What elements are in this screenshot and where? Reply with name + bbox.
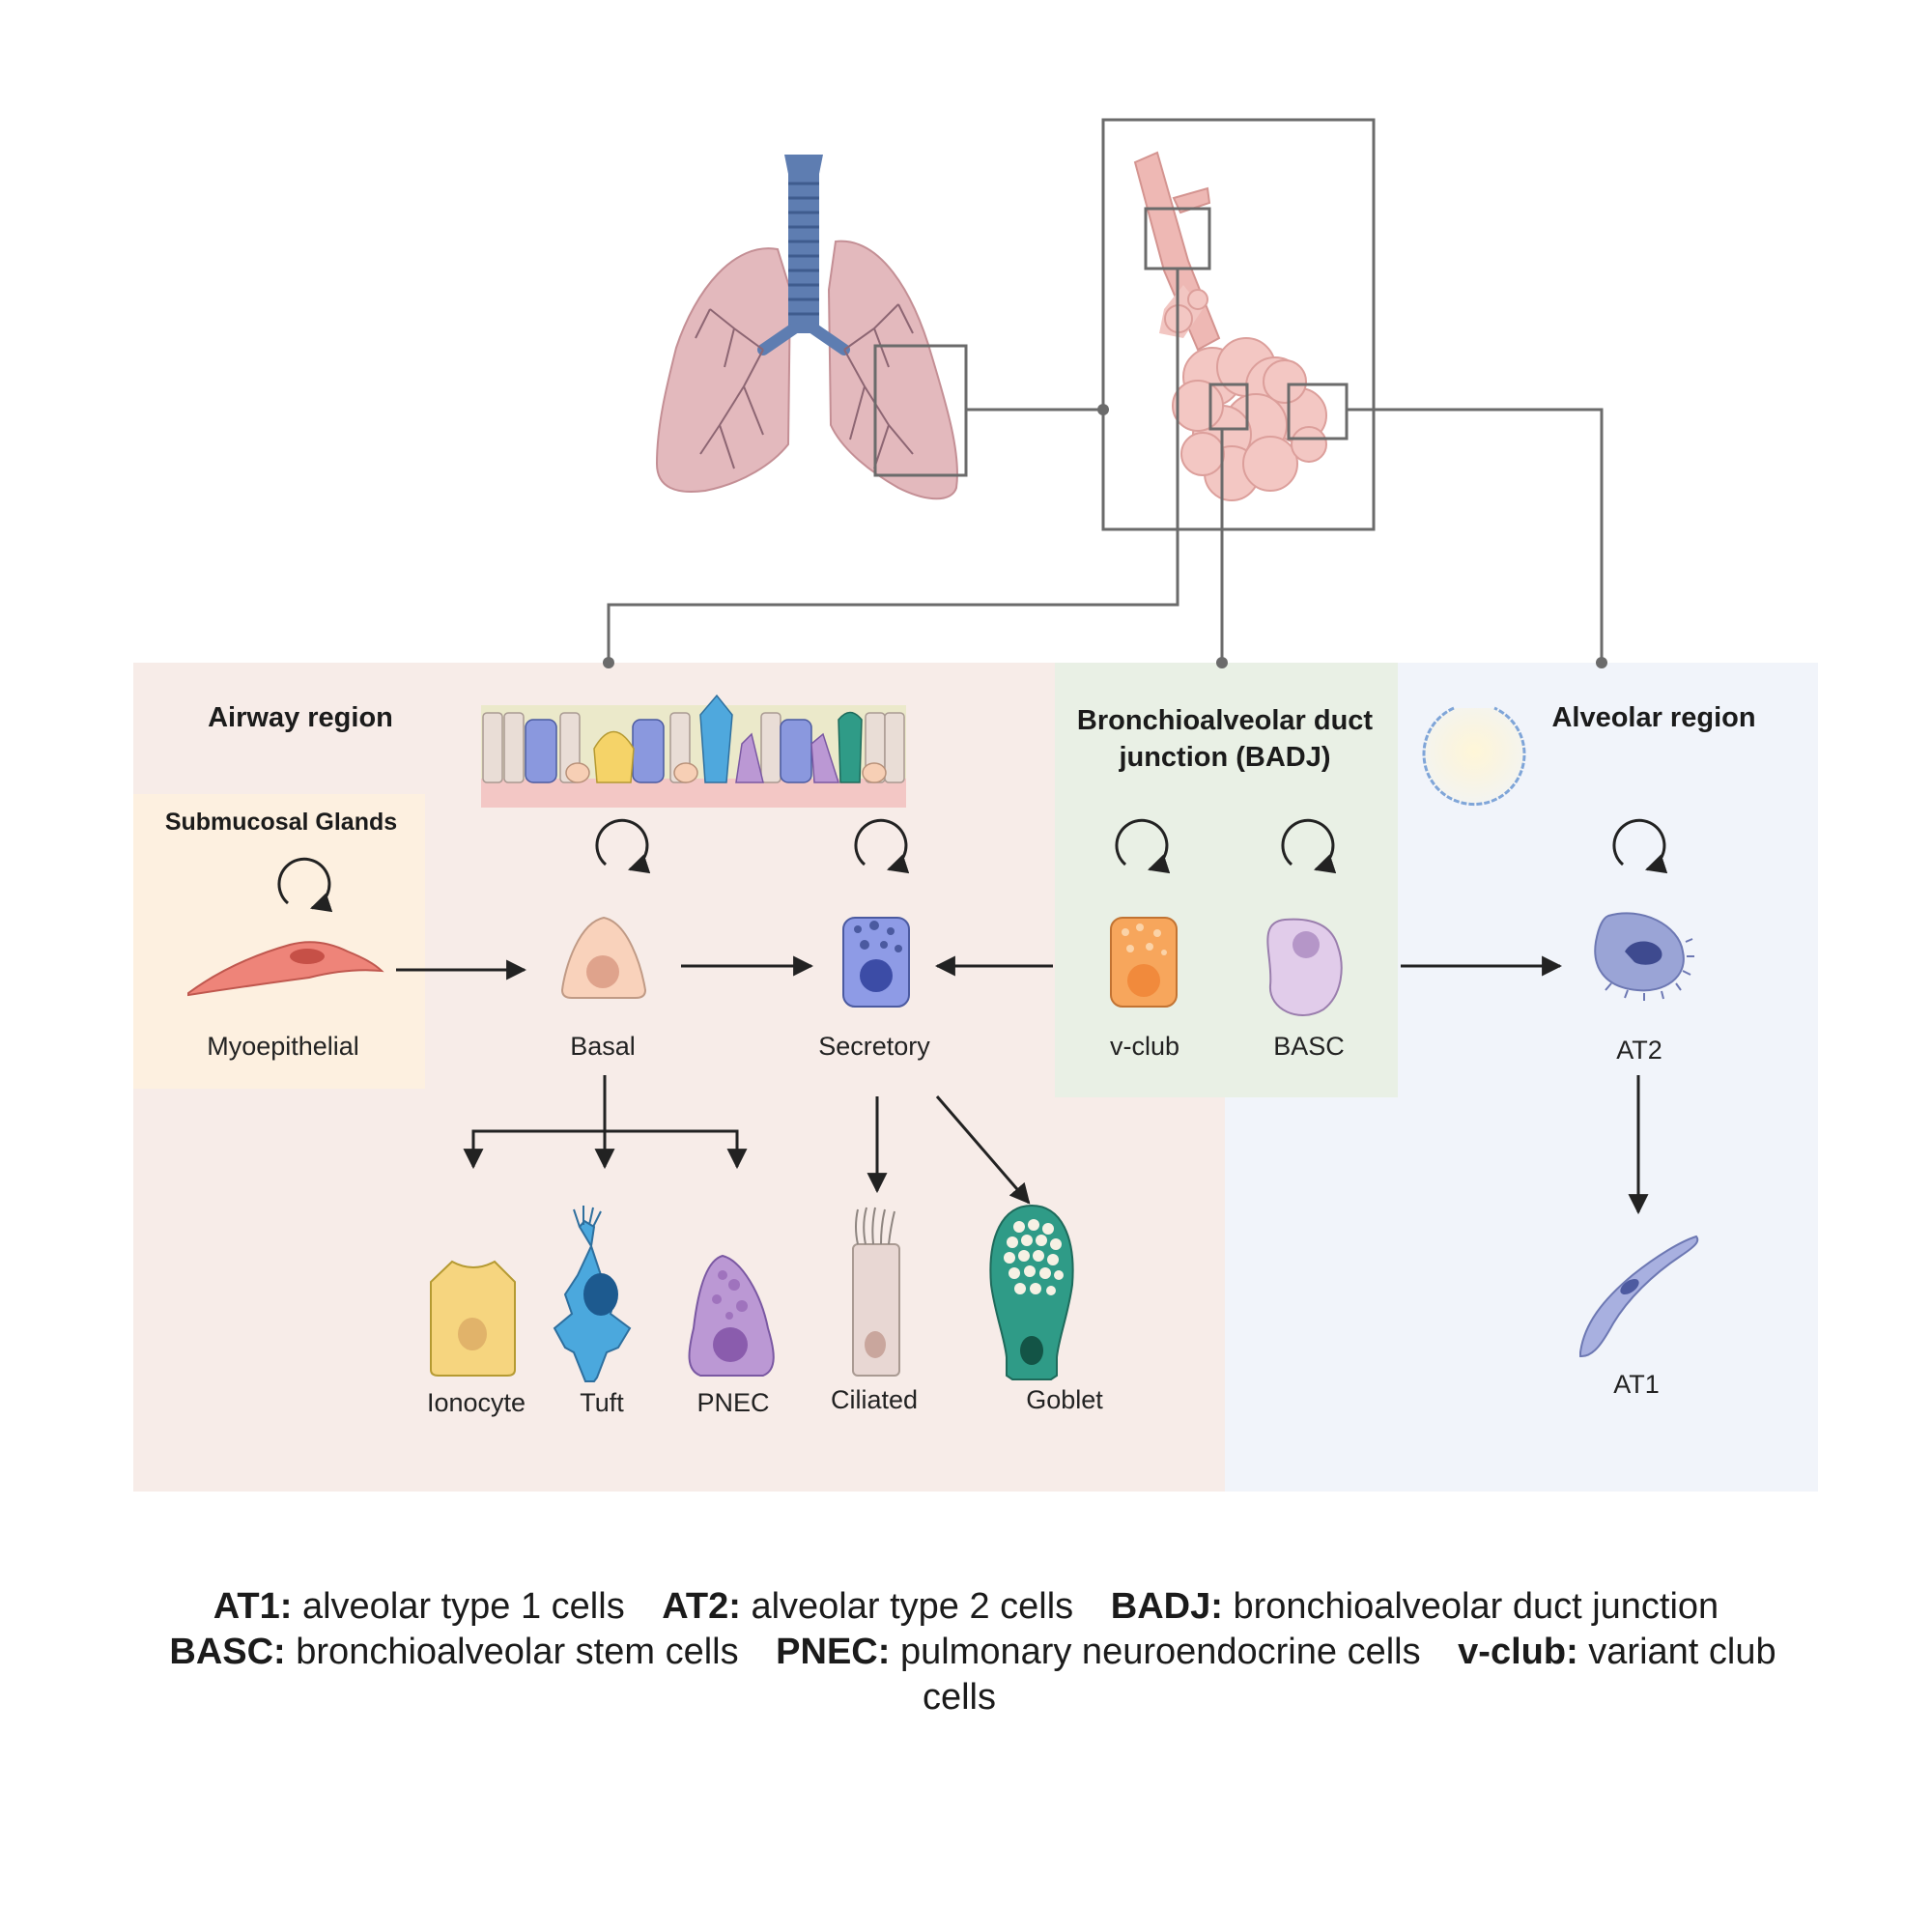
alveolus-icon [1422, 706, 1526, 807]
bronchiole-icon [1133, 151, 1327, 501]
airway-region-title: Airway region [208, 702, 393, 733]
at1-label: AT1 [1613, 1370, 1660, 1399]
goblet-cell [989, 1204, 1074, 1380]
at1-cell [1579, 1235, 1699, 1358]
basc-cell [1266, 918, 1343, 1016]
basal-label: Basal [570, 1032, 636, 1061]
badj-region-title: Bronchioalveolar duct junction (BADJ) [1077, 702, 1373, 776]
legend-entry-pnec: PNEC: pulmonary neuroendocrine cells [776, 1632, 1421, 1672]
submucosal-glands-bg [133, 794, 425, 1089]
badj-title-line1: Bronchioalveolar duct [1076, 705, 1374, 736]
legend-entry-at2: AT2: alveolar type 2 cells [662, 1586, 1074, 1627]
legend-entry-vclub: v-club: variant club cells [922, 1632, 1776, 1718]
tuft-label: Tuft [580, 1388, 624, 1417]
abbreviation-legend: AT1: alveolar type 1 cells AT2: alveolar… [145, 1584, 1787, 1720]
badj-title-line2: junction (BADJ) [1119, 742, 1331, 773]
at2-label: AT2 [1616, 1036, 1662, 1065]
ciliated-label: Ciliated [830, 1385, 919, 1414]
bronchiole-zoom-frame [1101, 118, 1376, 531]
lineage-arrows [396, 955, 1649, 1215]
secretory-cell [842, 917, 910, 1008]
legend-entry-basc: BASC: bronchioalveolar stem cells [169, 1632, 739, 1672]
legend-entry-badj: BADJ: bronchioalveolar duct junction [1110, 1586, 1719, 1627]
self-renewal-icon [277, 818, 1668, 913]
alveolar-region-title: Alveolar region [1551, 702, 1756, 733]
tuft-cell [553, 1206, 632, 1382]
airway-epithelium-icon [481, 694, 906, 808]
ionocyte-cell [430, 1260, 516, 1377]
vclub-label: v-club [1109, 1032, 1180, 1061]
myoepithelial-cell [187, 941, 384, 997]
pnec-label: PNEC [696, 1388, 770, 1417]
lungs-icon [655, 155, 958, 500]
basal-cell [560, 916, 647, 999]
badj-zoom-box [1208, 383, 1249, 431]
vclub-cell [1110, 917, 1178, 1008]
submucosal-glands-title: Submucosal Glands [164, 809, 398, 836]
connector-lines [607, 269, 1604, 663]
pnec-cell [688, 1254, 775, 1377]
basc-label: BASC [1273, 1032, 1345, 1061]
badj-region-bg [1055, 663, 1398, 1097]
at2-cell [1594, 912, 1694, 1001]
ionocyte-label: Ionocyte [426, 1388, 526, 1417]
secretory-label: Secretory [818, 1032, 930, 1061]
legend-entry-at1: AT1: alveolar type 1 cells [213, 1586, 625, 1627]
ciliated-cell [852, 1207, 900, 1377]
alveolar-zoom-box [1287, 383, 1349, 440]
myoepithelial-label: Myoepithelial [207, 1032, 359, 1061]
goblet-label: Goblet [1026, 1385, 1103, 1414]
